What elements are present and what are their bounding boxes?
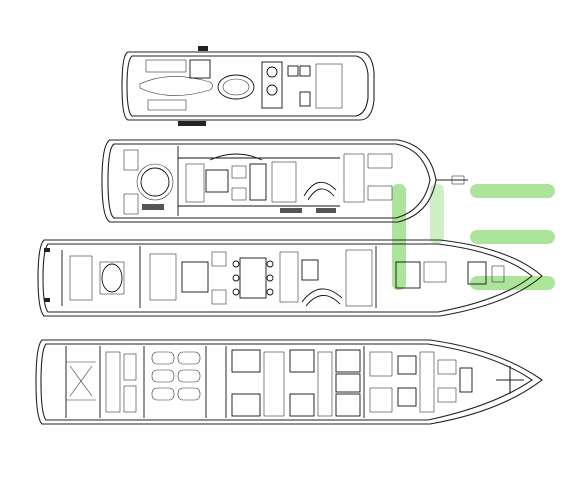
sun-deck: [121, 46, 375, 126]
watermark-logo-icon: [392, 184, 555, 290]
main-deck: [37, 239, 543, 317]
bridge-deck: [101, 139, 468, 223]
lower-deck: [35, 339, 543, 425]
